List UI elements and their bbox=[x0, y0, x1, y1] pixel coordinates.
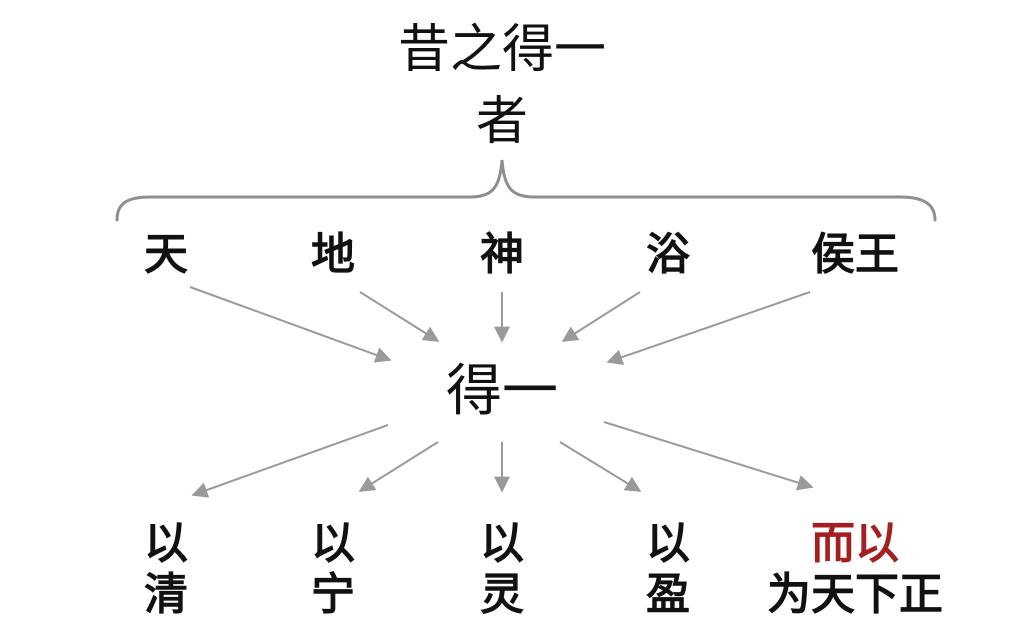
result-heaven-line-2: 清 bbox=[144, 569, 188, 620]
arrow-lords-kings-to-center bbox=[606, 291, 811, 365]
result-spirit-line-2: 灵 bbox=[480, 569, 524, 620]
source-heaven: 天 bbox=[144, 229, 188, 280]
arrow-center-to-rectitude bbox=[603, 421, 814, 491]
arrow-earth-to-center bbox=[359, 291, 440, 342]
result-heaven-line-1: 以 bbox=[144, 518, 188, 569]
arrow-valley-to-center bbox=[561, 291, 641, 342]
curly-brace bbox=[115, 159, 937, 222]
arrow-center-to-peace bbox=[358, 441, 439, 492]
source-lords-kings: 侯王 bbox=[811, 229, 899, 280]
result-valley-line-1: 以 bbox=[646, 518, 690, 569]
outgoing-arrows bbox=[191, 421, 814, 498]
title-line-1: 昔之得一 bbox=[397, 20, 607, 80]
result-lords-kings-line-1: 而以 bbox=[811, 518, 899, 569]
result-valley-line-2: 盈 bbox=[646, 569, 690, 620]
arrow-center-to-clarity bbox=[191, 424, 389, 498]
center-node-label: 得一 bbox=[446, 359, 558, 424]
incoming-arrows bbox=[189, 286, 811, 365]
source-valley: 浴 bbox=[646, 229, 690, 280]
arrow-center-to-fullness bbox=[559, 441, 642, 492]
result-lords-kings-line-2: 为天下正 bbox=[767, 569, 943, 620]
source-spirit: 神 bbox=[480, 229, 524, 280]
source-earth: 地 bbox=[311, 229, 355, 280]
result-spirit-line-1: 以 bbox=[480, 518, 524, 569]
title-line-2: 者 bbox=[475, 92, 529, 152]
result-earth-line-1: 以 bbox=[311, 518, 355, 569]
result-earth-line-2: 宁 bbox=[311, 569, 355, 620]
arrow-heaven-to-center bbox=[189, 286, 392, 363]
